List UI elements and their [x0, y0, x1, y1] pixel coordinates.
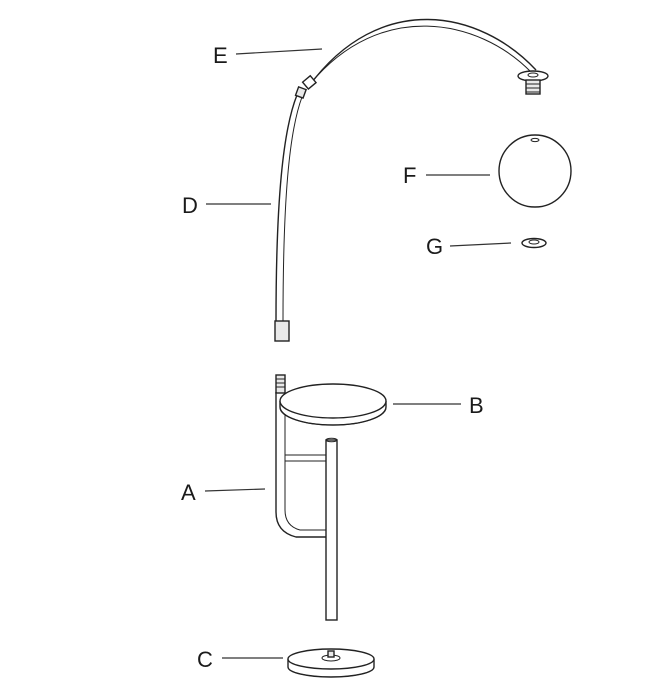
- part-e-upper-arc: [301, 18, 549, 95]
- label-b: B: [469, 393, 484, 418]
- label-e: E: [213, 43, 228, 68]
- part-g-ring: [521, 237, 547, 249]
- label-c: C: [197, 647, 213, 672]
- part-f-globe: [498, 134, 572, 208]
- part-b-tray: [279, 383, 387, 426]
- label-f: F: [403, 163, 416, 188]
- part-a-pole-frame: [275, 374, 338, 621]
- part-c-base: [287, 648, 375, 678]
- leader-line-a: [204, 488, 266, 492]
- label-g: G: [426, 234, 443, 259]
- leader-line-e: [235, 48, 323, 55]
- part-d-curved-rod: [274, 85, 308, 342]
- leader-lines: [204, 48, 512, 659]
- label-a: A: [181, 480, 196, 505]
- leader-line-g: [449, 242, 512, 247]
- label-d: D: [182, 193, 198, 218]
